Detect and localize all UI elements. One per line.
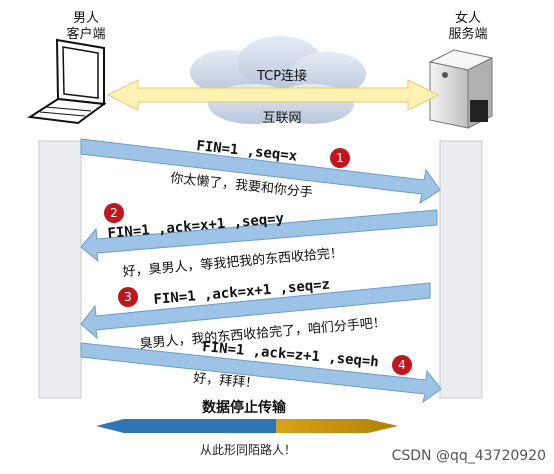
internet-label: 互联网 — [262, 111, 301, 126]
step2-arrow — [80, 209, 438, 263]
server-label-line1: 女人 — [455, 10, 481, 26]
footer-title: 数据停止传输 — [202, 399, 287, 416]
client-label-line1: 男人 — [73, 11, 99, 26]
client-timeline — [38, 140, 82, 399]
step4-number: 4 — [398, 358, 406, 372]
step3-number: 3 — [124, 290, 132, 304]
server-icon — [428, 49, 494, 129]
stop-arrow-left — [96, 419, 276, 433]
step4-badge — [392, 355, 412, 375]
server-timeline — [439, 140, 483, 399]
step4-arrow — [80, 342, 442, 404]
step1-badge — [330, 148, 350, 168]
step2-number: 2 — [110, 206, 118, 220]
client-label-line2: 客户端 — [66, 26, 105, 42]
step3-badge — [118, 287, 138, 307]
step4-note: 好，拜拜！ — [193, 371, 259, 392]
step1-number: 1 — [336, 151, 344, 165]
step2-note: 好，臭男人，等我把我的东西收拾完！ — [122, 245, 344, 280]
step1-arrow — [80, 138, 441, 205]
laptop-icon — [27, 38, 107, 125]
footer-subtitle: 从此形同陌路人！ — [200, 442, 296, 457]
tcp-connection-label: TCP连接 — [256, 68, 307, 84]
watermark: CSDN @qq_43720920 — [392, 448, 546, 464]
stop-arrow-right — [276, 419, 398, 433]
step3-arrow — [80, 282, 431, 340]
step2-badge — [104, 203, 124, 223]
tcp-connection-arrow — [106, 79, 440, 111]
server-label-line2: 服务端 — [448, 26, 487, 42]
